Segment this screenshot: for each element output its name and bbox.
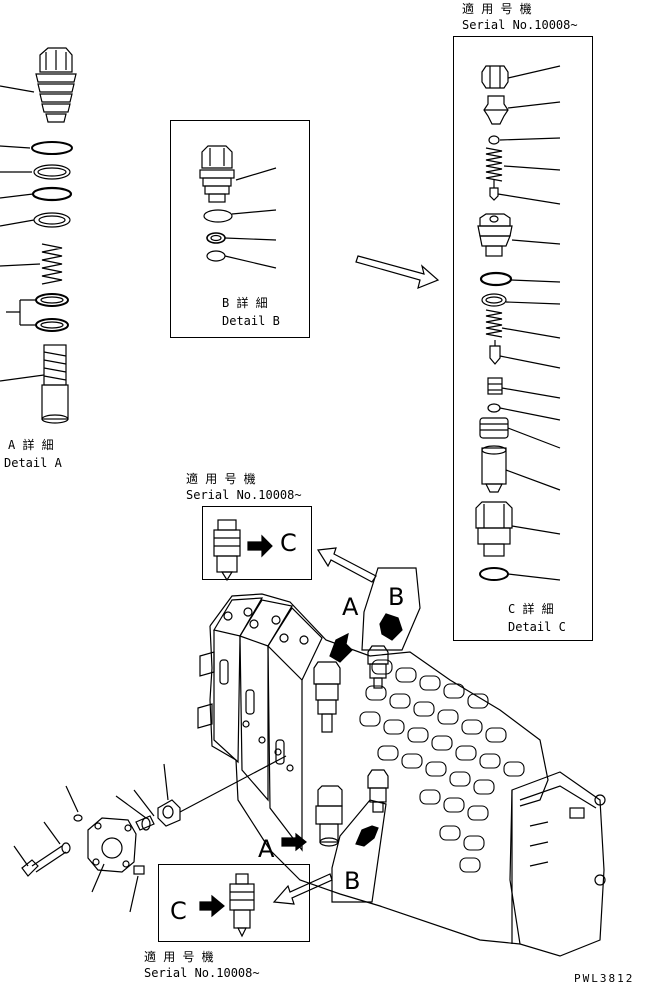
detail-b-box — [170, 120, 310, 338]
small-c-top-box — [202, 506, 312, 580]
small-c-top-parts — [213, 519, 241, 582]
callout-b-bottom-frame — [331, 799, 387, 903]
detail-a-title: A 詳 細 — [8, 438, 54, 452]
detail-c-serial-range: Serial No.10008~ — [462, 18, 578, 32]
small-c-top-letter: C — [280, 529, 297, 557]
right-arrow-icon — [247, 534, 273, 558]
small-c-bottom-box — [158, 864, 310, 942]
detail-c-box — [453, 36, 593, 641]
right-arrow-icon — [379, 613, 403, 641]
valve-assembly — [13, 593, 606, 957]
right-arrow-icon — [355, 825, 379, 847]
figure-code: PWL3812 — [574, 972, 635, 985]
detail-c-title: C 詳 細 — [508, 602, 554, 616]
callout-a-bottom: A — [258, 835, 275, 863]
detail-c-subtitle: Detail C — [508, 620, 566, 634]
callout-a-top: A — [342, 593, 359, 621]
detail-a-subtitle: Detail A — [4, 456, 62, 470]
detail-b-subtitle: Detail B — [222, 314, 280, 328]
right-arrow-icon — [199, 894, 225, 918]
detail-c-serial-title: 適 用 号 機 — [462, 2, 532, 16]
small-c-top-serial-title: 適 用 号 機 — [186, 472, 256, 486]
callout-b-bottom: B — [344, 867, 361, 895]
hollow-arrow-icon — [355, 255, 440, 289]
small-c-bottom-serial-range: Serial No.10008~ — [144, 966, 260, 980]
small-c-bottom-letter: C — [170, 897, 187, 925]
callout-b-top: B — [388, 583, 405, 611]
detail-b-parts — [199, 145, 277, 269]
small-c-bottom-serial-title: 適 用 号 機 — [144, 950, 214, 964]
detail-a-parts — [0, 47, 77, 424]
hollow-arrow-icon — [316, 547, 377, 583]
hollow-arrow-icon — [272, 873, 333, 905]
right-arrow-icon — [281, 832, 307, 852]
detail-b-title: B 詳 細 — [222, 296, 268, 310]
small-c-top-serial-range: Serial No.10008~ — [186, 488, 302, 502]
right-arrow-icon — [329, 632, 353, 663]
small-c-bottom-parts — [229, 873, 255, 938]
detail-c-parts — [475, 65, 561, 581]
callout-b-top-frame — [361, 567, 421, 651]
